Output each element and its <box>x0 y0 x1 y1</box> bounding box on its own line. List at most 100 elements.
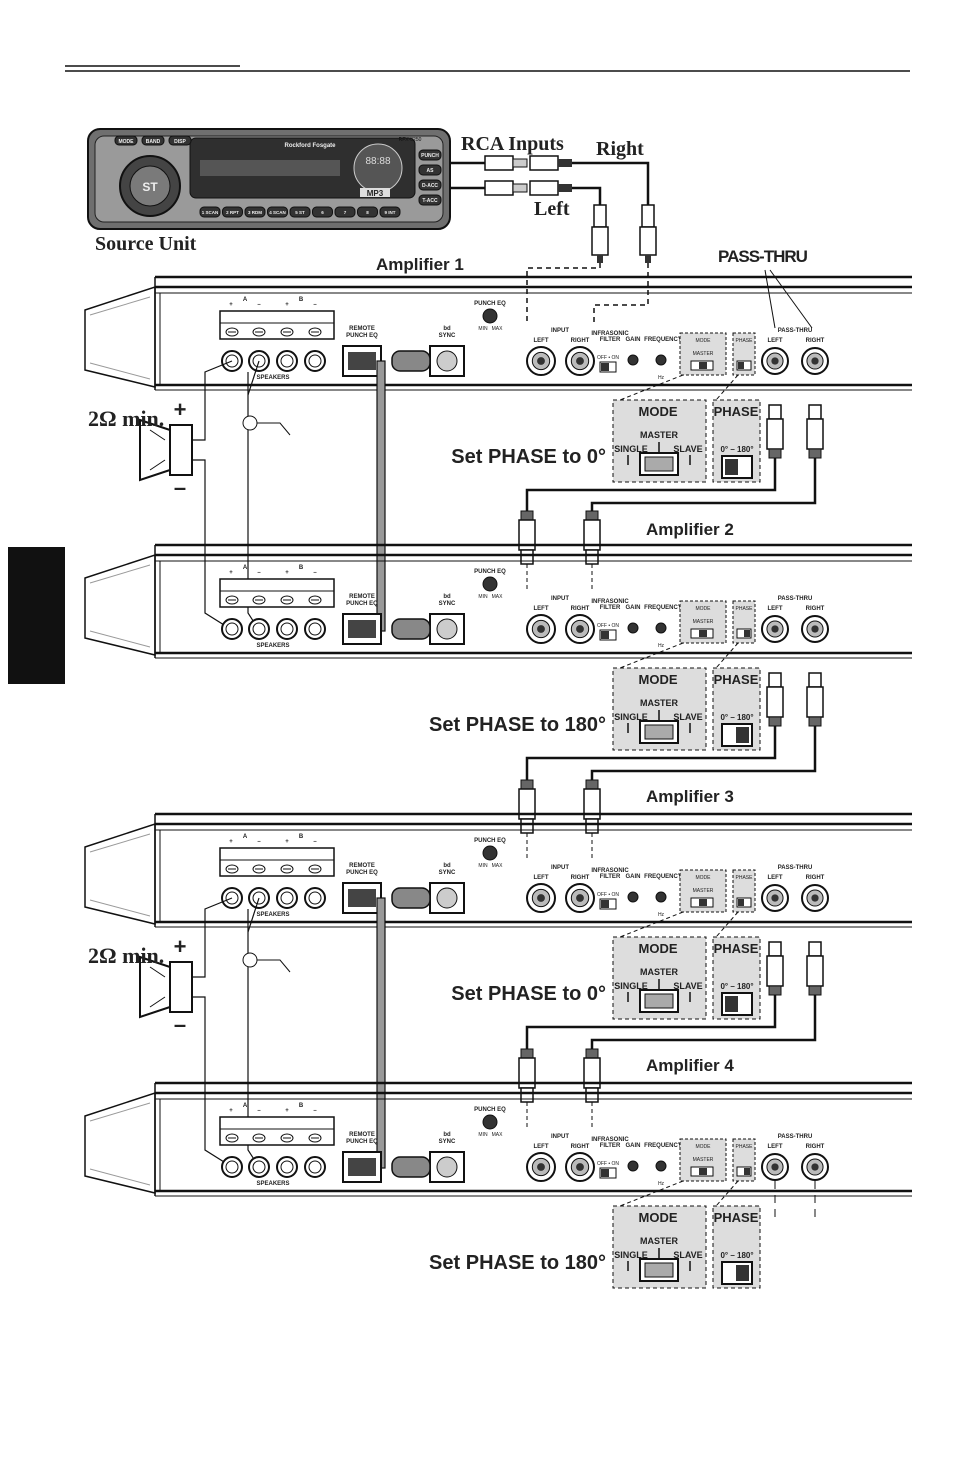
pass-thru-right-jack[interactable] <box>801 615 829 643</box>
mode-switch-zoom[interactable] <box>639 452 679 476</box>
speaker-binding-post-4[interactable] <box>304 618 326 640</box>
source-button-d-acc[interactable]: D-ACC <box>418 179 442 191</box>
frequency-knob[interactable] <box>655 891 667 903</box>
speaker-binding-post-3[interactable] <box>276 350 298 372</box>
bd-sync-port[interactable] <box>429 882 465 914</box>
mode-switch-small[interactable] <box>690 897 714 908</box>
input-left-jack[interactable] <box>526 883 556 913</box>
speaker-binding-post-3[interactable] <box>276 1156 298 1178</box>
bd-sync-port[interactable] <box>429 613 465 645</box>
speaker-binding-post-4[interactable] <box>304 887 326 909</box>
phase-switch-zoom[interactable] <box>721 455 753 479</box>
pass-thru-plug-left <box>766 941 784 996</box>
svg-text:REMOTE: REMOTE <box>349 863 375 869</box>
source-preset-9[interactable]: 9 INT <box>379 206 401 218</box>
frequency-knob[interactable] <box>655 354 667 366</box>
speaker-terminal-block: +A–+B– <box>219 1103 335 1146</box>
speaker-binding-post-1[interactable] <box>221 618 243 640</box>
speaker-binding-post-4[interactable] <box>304 350 326 372</box>
source-preset-7[interactable]: 7 <box>334 206 356 218</box>
source-button-as[interactable]: AS <box>418 164 442 176</box>
remote-punch-eq-port[interactable] <box>342 345 382 377</box>
input-left-jack[interactable] <box>526 1152 556 1182</box>
source-unit: ST 88:88 MP3 RFX-8250 Rockford Fosgate M… <box>87 128 451 255</box>
source-button-punch[interactable]: PUNCH <box>418 149 442 161</box>
source-preset-6[interactable]: 6 <box>312 206 333 218</box>
source-preset-8[interactable]: 8 <box>357 206 378 218</box>
punch-eq-knob[interactable] <box>482 576 498 592</box>
source-button-band[interactable]: BAND <box>141 135 165 146</box>
svg-text:A: A <box>243 297 248 303</box>
pass-thru-right-jack[interactable] <box>801 347 829 375</box>
remote-punch-eq-port[interactable] <box>342 882 382 914</box>
source-unit-label: Source Unit <box>95 233 197 255</box>
bd-sync-port[interactable] <box>429 1151 465 1183</box>
pass-thru-right-jack[interactable] <box>801 884 829 912</box>
input-right-jack[interactable] <box>565 883 595 913</box>
pass-thru-left-jack[interactable] <box>761 884 789 912</box>
punch-eq-knob[interactable] <box>482 308 498 324</box>
phase-switch-small[interactable] <box>736 1166 752 1177</box>
speaker-binding-post-1[interactable] <box>221 1156 243 1178</box>
phase-switch-small[interactable] <box>736 897 752 908</box>
frequency-knob[interactable] <box>655 1160 667 1172</box>
input-right-jack[interactable] <box>565 1152 595 1182</box>
phase-switch-zoom[interactable] <box>721 1261 753 1285</box>
source-preset-2[interactable]: 2 RPT <box>222 206 243 218</box>
remote-punch-eq-port[interactable] <box>342 613 382 645</box>
mode-switch-zoom[interactable] <box>639 1258 679 1282</box>
svg-text:MASTER: MASTER <box>640 1236 679 1246</box>
phase-switch-small[interactable] <box>736 628 752 639</box>
source-button-mode[interactable]: MODE <box>114 135 138 146</box>
amp-heatsink-end <box>84 822 156 925</box>
mode-switch-small[interactable] <box>690 628 714 639</box>
pass-thru-left-jack[interactable] <box>761 347 789 375</box>
gain-knob[interactable] <box>627 1160 639 1172</box>
mode-switch-small[interactable] <box>690 1166 714 1177</box>
pass-thru-right-jack[interactable] <box>801 1153 829 1181</box>
speaker-binding-post-2[interactable] <box>248 1156 270 1178</box>
infrasonic-switch[interactable] <box>599 898 617 910</box>
punch-eq-knob[interactable] <box>482 845 498 861</box>
source-preset-1[interactable]: 1 SCAN <box>199 206 221 218</box>
phase-switch-small[interactable] <box>736 360 752 371</box>
rca-plug-right-down <box>639 204 657 263</box>
mode-switch-zoom[interactable] <box>639 720 679 744</box>
svg-text:INPUT: INPUT <box>551 328 569 334</box>
input-left-jack[interactable] <box>526 614 556 644</box>
input-right-jack[interactable] <box>565 346 595 376</box>
input-right-jack[interactable] <box>565 614 595 644</box>
bd-sync-port[interactable] <box>429 345 465 377</box>
pass-thru-left-jack[interactable] <box>761 1153 789 1181</box>
mode-switch-small[interactable] <box>690 360 714 371</box>
gain-knob[interactable] <box>627 891 639 903</box>
svg-text:FILTER: FILTER <box>600 605 621 611</box>
source-preset-3[interactable]: 3 RDM <box>244 206 266 218</box>
infrasonic-switch[interactable] <box>599 629 617 641</box>
mode-switch-zoom[interactable] <box>639 989 679 1013</box>
infrasonic-switch[interactable] <box>599 1167 617 1179</box>
svg-text:PUNCH EQ: PUNCH EQ <box>346 870 378 876</box>
speaker-binding-post-4[interactable] <box>304 1156 326 1178</box>
phase-switch-zoom[interactable] <box>721 992 753 1016</box>
infrasonic-switch[interactable] <box>599 361 617 373</box>
gain-knob[interactable] <box>627 622 639 634</box>
pass-thru-left-jack[interactable] <box>761 615 789 643</box>
punch-eq-knob[interactable] <box>482 1114 498 1130</box>
phase-switch-zoom[interactable] <box>721 723 753 747</box>
input-left-jack[interactable] <box>526 346 556 376</box>
gain-knob[interactable] <box>627 354 639 366</box>
speaker-binding-post-3[interactable] <box>276 887 298 909</box>
svg-text:MAX: MAX <box>492 326 504 332</box>
remote-punch-eq-port[interactable] <box>342 1151 382 1183</box>
source-button-t-acc[interactable]: T-ACC <box>418 194 442 206</box>
speaker-binding-post-2[interactable] <box>248 618 270 640</box>
source-preset-5[interactable]: 5 ST <box>289 206 311 218</box>
source-preset-4[interactable]: 4 SCAN <box>267 206 288 218</box>
frequency-knob[interactable] <box>655 622 667 634</box>
speaker-binding-post-3[interactable] <box>276 618 298 640</box>
svg-text:SLAVE: SLAVE <box>673 444 702 454</box>
source-button-disp[interactable]: DISP <box>168 135 192 146</box>
